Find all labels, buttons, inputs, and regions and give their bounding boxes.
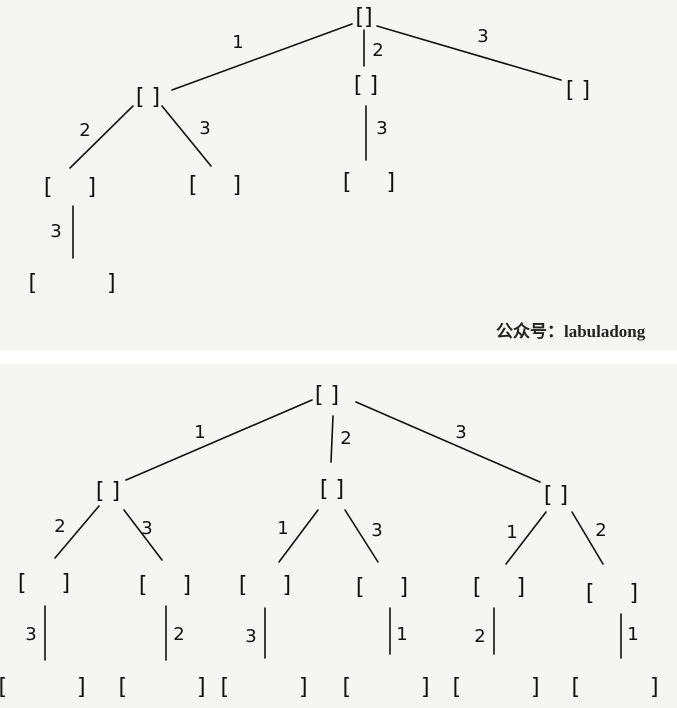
tree-node: [ ] xyxy=(566,78,590,103)
edge-label: 1 xyxy=(396,624,407,645)
tree-node: [ ] xyxy=(220,675,307,700)
tree-edge xyxy=(376,25,562,81)
edge-label: 2 xyxy=(372,40,383,61)
edge-label: 2 xyxy=(79,120,90,141)
tree-node: [ ] xyxy=(354,73,378,98)
edge-label: 1 xyxy=(627,624,638,645)
tree-edge xyxy=(344,509,379,563)
tree-edge xyxy=(125,399,313,481)
tree-edge xyxy=(69,105,134,169)
edge-label: 3 xyxy=(25,624,36,645)
edge-label: 3 xyxy=(141,518,152,539)
tree-node: [ ] xyxy=(118,675,205,700)
edge-label: 3 xyxy=(199,118,210,139)
edge-label: 2 xyxy=(340,428,351,449)
edge-label: 3 xyxy=(477,26,488,47)
tree-node: [ ] xyxy=(18,571,70,596)
tree-node: [ ] xyxy=(356,575,408,600)
tree-node: [ ] xyxy=(544,483,568,508)
tree-edge xyxy=(505,511,547,565)
edge-label: 2 xyxy=(54,516,65,537)
tree-node: [ ] xyxy=(44,175,96,200)
tree-edge xyxy=(571,511,604,565)
tree-edge xyxy=(355,401,541,483)
edge-label: 3 xyxy=(376,118,387,139)
edge-label: 2 xyxy=(173,624,184,645)
tree-node: [ ] xyxy=(342,675,429,700)
edge-label: 3 xyxy=(50,221,61,242)
edge-label: 3 xyxy=(371,520,382,541)
edge-label: 1 xyxy=(232,32,243,53)
tree-edge xyxy=(123,509,163,561)
edge-label: 1 xyxy=(194,422,205,443)
tree-node: [ ] xyxy=(452,675,539,700)
edge-label: 1 xyxy=(277,518,288,539)
tree-node: [ ] xyxy=(571,675,658,700)
tree-node: [ ] xyxy=(239,573,291,598)
edge-label: 1 xyxy=(506,522,517,543)
tree-edge xyxy=(278,509,319,563)
edge-label: 3 xyxy=(455,422,466,443)
tree-node: [ ] xyxy=(136,85,160,110)
tree-node: [ ] xyxy=(320,477,344,502)
tree-edge xyxy=(54,505,100,559)
tree-node: [ ] xyxy=(0,675,86,700)
tree-edge xyxy=(161,105,212,167)
top-tree-panel: [] [ ] [ ] [ ] [ ] [ ] [ ] [ ] 1 2 3 2 3… xyxy=(0,0,677,350)
tree-node: [ ] xyxy=(28,271,115,296)
tree-node: [ ] xyxy=(96,479,120,504)
edge-label: 3 xyxy=(245,626,256,647)
tree-node: [ ] xyxy=(343,170,395,195)
tree-node: [ ] xyxy=(586,581,638,606)
tree-edge xyxy=(330,415,334,463)
top-tree-diagram: [] [ ] [ ] [ ] [ ] [ ] [ ] [ ] 1 2 3 2 3… xyxy=(28,5,590,296)
bottom-tree-panel: [ ] [ ] [ ] [ ] [ ] [ ] [ ] [ ] [ ] [ ] … xyxy=(0,364,677,708)
tree-node: [ ] xyxy=(139,573,191,598)
edge-label: 2 xyxy=(474,626,485,647)
tree-edge xyxy=(171,23,353,91)
tree-node: [ ] xyxy=(473,575,525,600)
tree-node-root: [ ] xyxy=(315,383,339,408)
tree-node: [ ] xyxy=(189,173,241,198)
edge-label: 2 xyxy=(595,520,606,541)
bottom-tree-diagram: [ ] [ ] [ ] [ ] [ ] [ ] [ ] [ ] [ ] [ ] … xyxy=(0,383,659,700)
tree-node-root: [] xyxy=(355,5,372,30)
watermark-label: 公众号：labuladong xyxy=(496,322,646,341)
